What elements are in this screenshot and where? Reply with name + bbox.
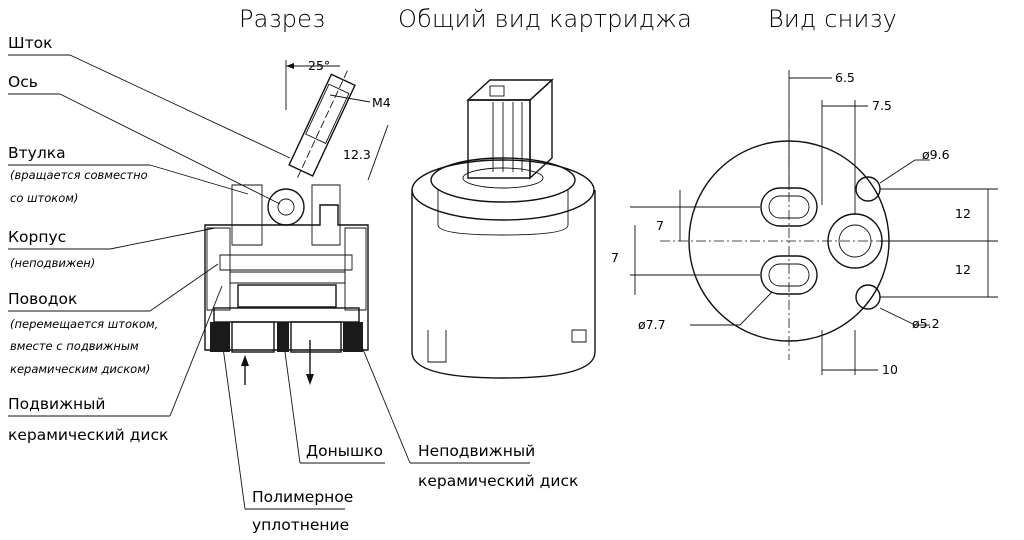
label-driver: Поводок bbox=[8, 290, 77, 308]
label-sleeve: Втулка bbox=[8, 144, 66, 162]
label-seal-2: уплотнение bbox=[252, 516, 349, 534]
dim-10: 10 bbox=[882, 362, 898, 377]
dim-7-b: 7 bbox=[611, 250, 619, 265]
dim-thread: M4 bbox=[372, 95, 391, 110]
label-body: Корпус bbox=[8, 228, 66, 246]
label-seal-1: Полимерное bbox=[252, 488, 353, 506]
dim-12-a: 12 bbox=[955, 206, 971, 221]
title-bottom-view: Вид снизу bbox=[768, 5, 897, 33]
label-driver-note-3: керамическим диском) bbox=[10, 362, 150, 376]
dim-d7-7: ø7.7 bbox=[638, 317, 666, 332]
label-moving-disc-2: керамический диск bbox=[8, 426, 168, 444]
dim-6-5: 6.5 bbox=[835, 70, 855, 85]
label-body-note: (неподвижен) bbox=[10, 256, 95, 270]
dim-7-a: 7 bbox=[656, 218, 664, 233]
dim-d9-6: ø9.6 bbox=[922, 147, 950, 162]
dim-12-b: 12 bbox=[955, 262, 971, 277]
label-moving-disc-1: Подвижный bbox=[8, 395, 105, 413]
label-driver-note-1: (перемещается штоком, bbox=[10, 317, 158, 331]
section-view: 25° M4 12.3 bbox=[204, 58, 391, 385]
label-bottom: Донышко bbox=[306, 442, 383, 460]
label-sleeve-note-1: (вращается совместно bbox=[10, 168, 148, 182]
label-stem: Шток bbox=[8, 34, 52, 52]
dim-height: 12.3 bbox=[343, 147, 371, 162]
label-axis: Ось bbox=[8, 73, 38, 91]
label-driver-note-2: вместе с подвижным bbox=[10, 339, 139, 353]
label-fixed-disc-1: Неподвижный bbox=[418, 442, 535, 460]
section-labels: Шток Ось Втулка (вращается совместно со … bbox=[8, 34, 578, 534]
dim-d5-2: ø5.2 bbox=[912, 316, 940, 331]
dim-angle: 25° bbox=[308, 58, 330, 73]
title-general-view: Общий вид картриджа bbox=[398, 5, 692, 33]
label-sleeve-note-2: со штоком) bbox=[10, 191, 78, 205]
label-fixed-disc-2: керамический диск bbox=[418, 472, 578, 490]
dim-7-5: 7.5 bbox=[872, 98, 892, 113]
general-view bbox=[411, 78, 596, 379]
bottom-view: 6.5 7.5 ø9.6 12 12 ø5.2 7 7 ø7.7 10 bbox=[611, 70, 998, 377]
title-section: Разрез bbox=[239, 5, 325, 33]
